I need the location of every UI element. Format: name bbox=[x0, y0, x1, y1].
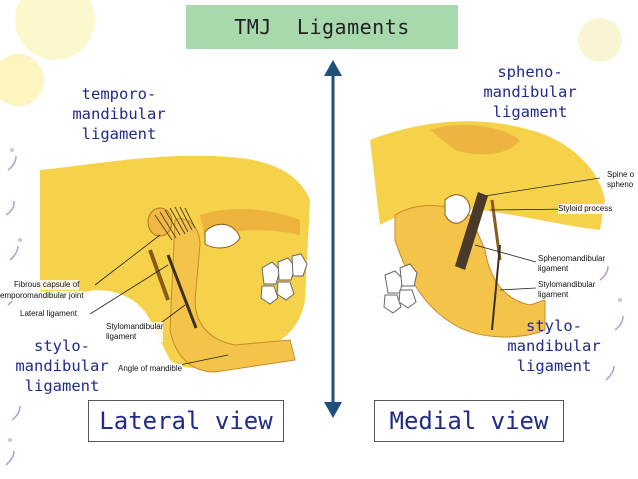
callout-angle-of-mandible: Angle of mandible bbox=[118, 364, 183, 374]
callout-styloid-process: Styloid process bbox=[558, 204, 613, 214]
callout-spine-of-sphenoid: Spine o spheno bbox=[607, 170, 635, 190]
page-title: TMJ Ligaments bbox=[186, 5, 458, 49]
label-sphenomandibular-ligament: spheno- mandibular ligament bbox=[483, 63, 577, 121]
callout-stylomandibular-ligament-lateral: Stylomandibular ligament bbox=[106, 322, 164, 342]
lateral-view-illustration bbox=[40, 155, 310, 373]
callout-temporomandibular-joint: emporomandibular joint bbox=[0, 291, 84, 301]
lateral-view-label: Lateral view bbox=[88, 400, 284, 442]
callout-stylomandibular-ligament-medial: Stylomandibular ligament bbox=[538, 280, 596, 300]
medial-view-label: Medial view bbox=[374, 400, 564, 442]
double-arrow-icon bbox=[324, 60, 342, 418]
medial-view-illustration bbox=[370, 121, 605, 338]
label-stylomandibular-ligament-medial: stylo- mandibular ligament bbox=[507, 317, 601, 375]
label-temporomandibular-ligament: temporo- mandibular ligament bbox=[72, 85, 166, 143]
callout-fibrous-capsule: Fibrous capsule of bbox=[14, 280, 80, 290]
callout-lateral-ligament: Lateral ligament bbox=[20, 309, 77, 319]
callout-sphenomandibular-ligament: Sphenomandibular ligament bbox=[538, 254, 606, 274]
label-stylomandibular-ligament-lateral: stylo- mandibular ligament bbox=[15, 337, 109, 395]
